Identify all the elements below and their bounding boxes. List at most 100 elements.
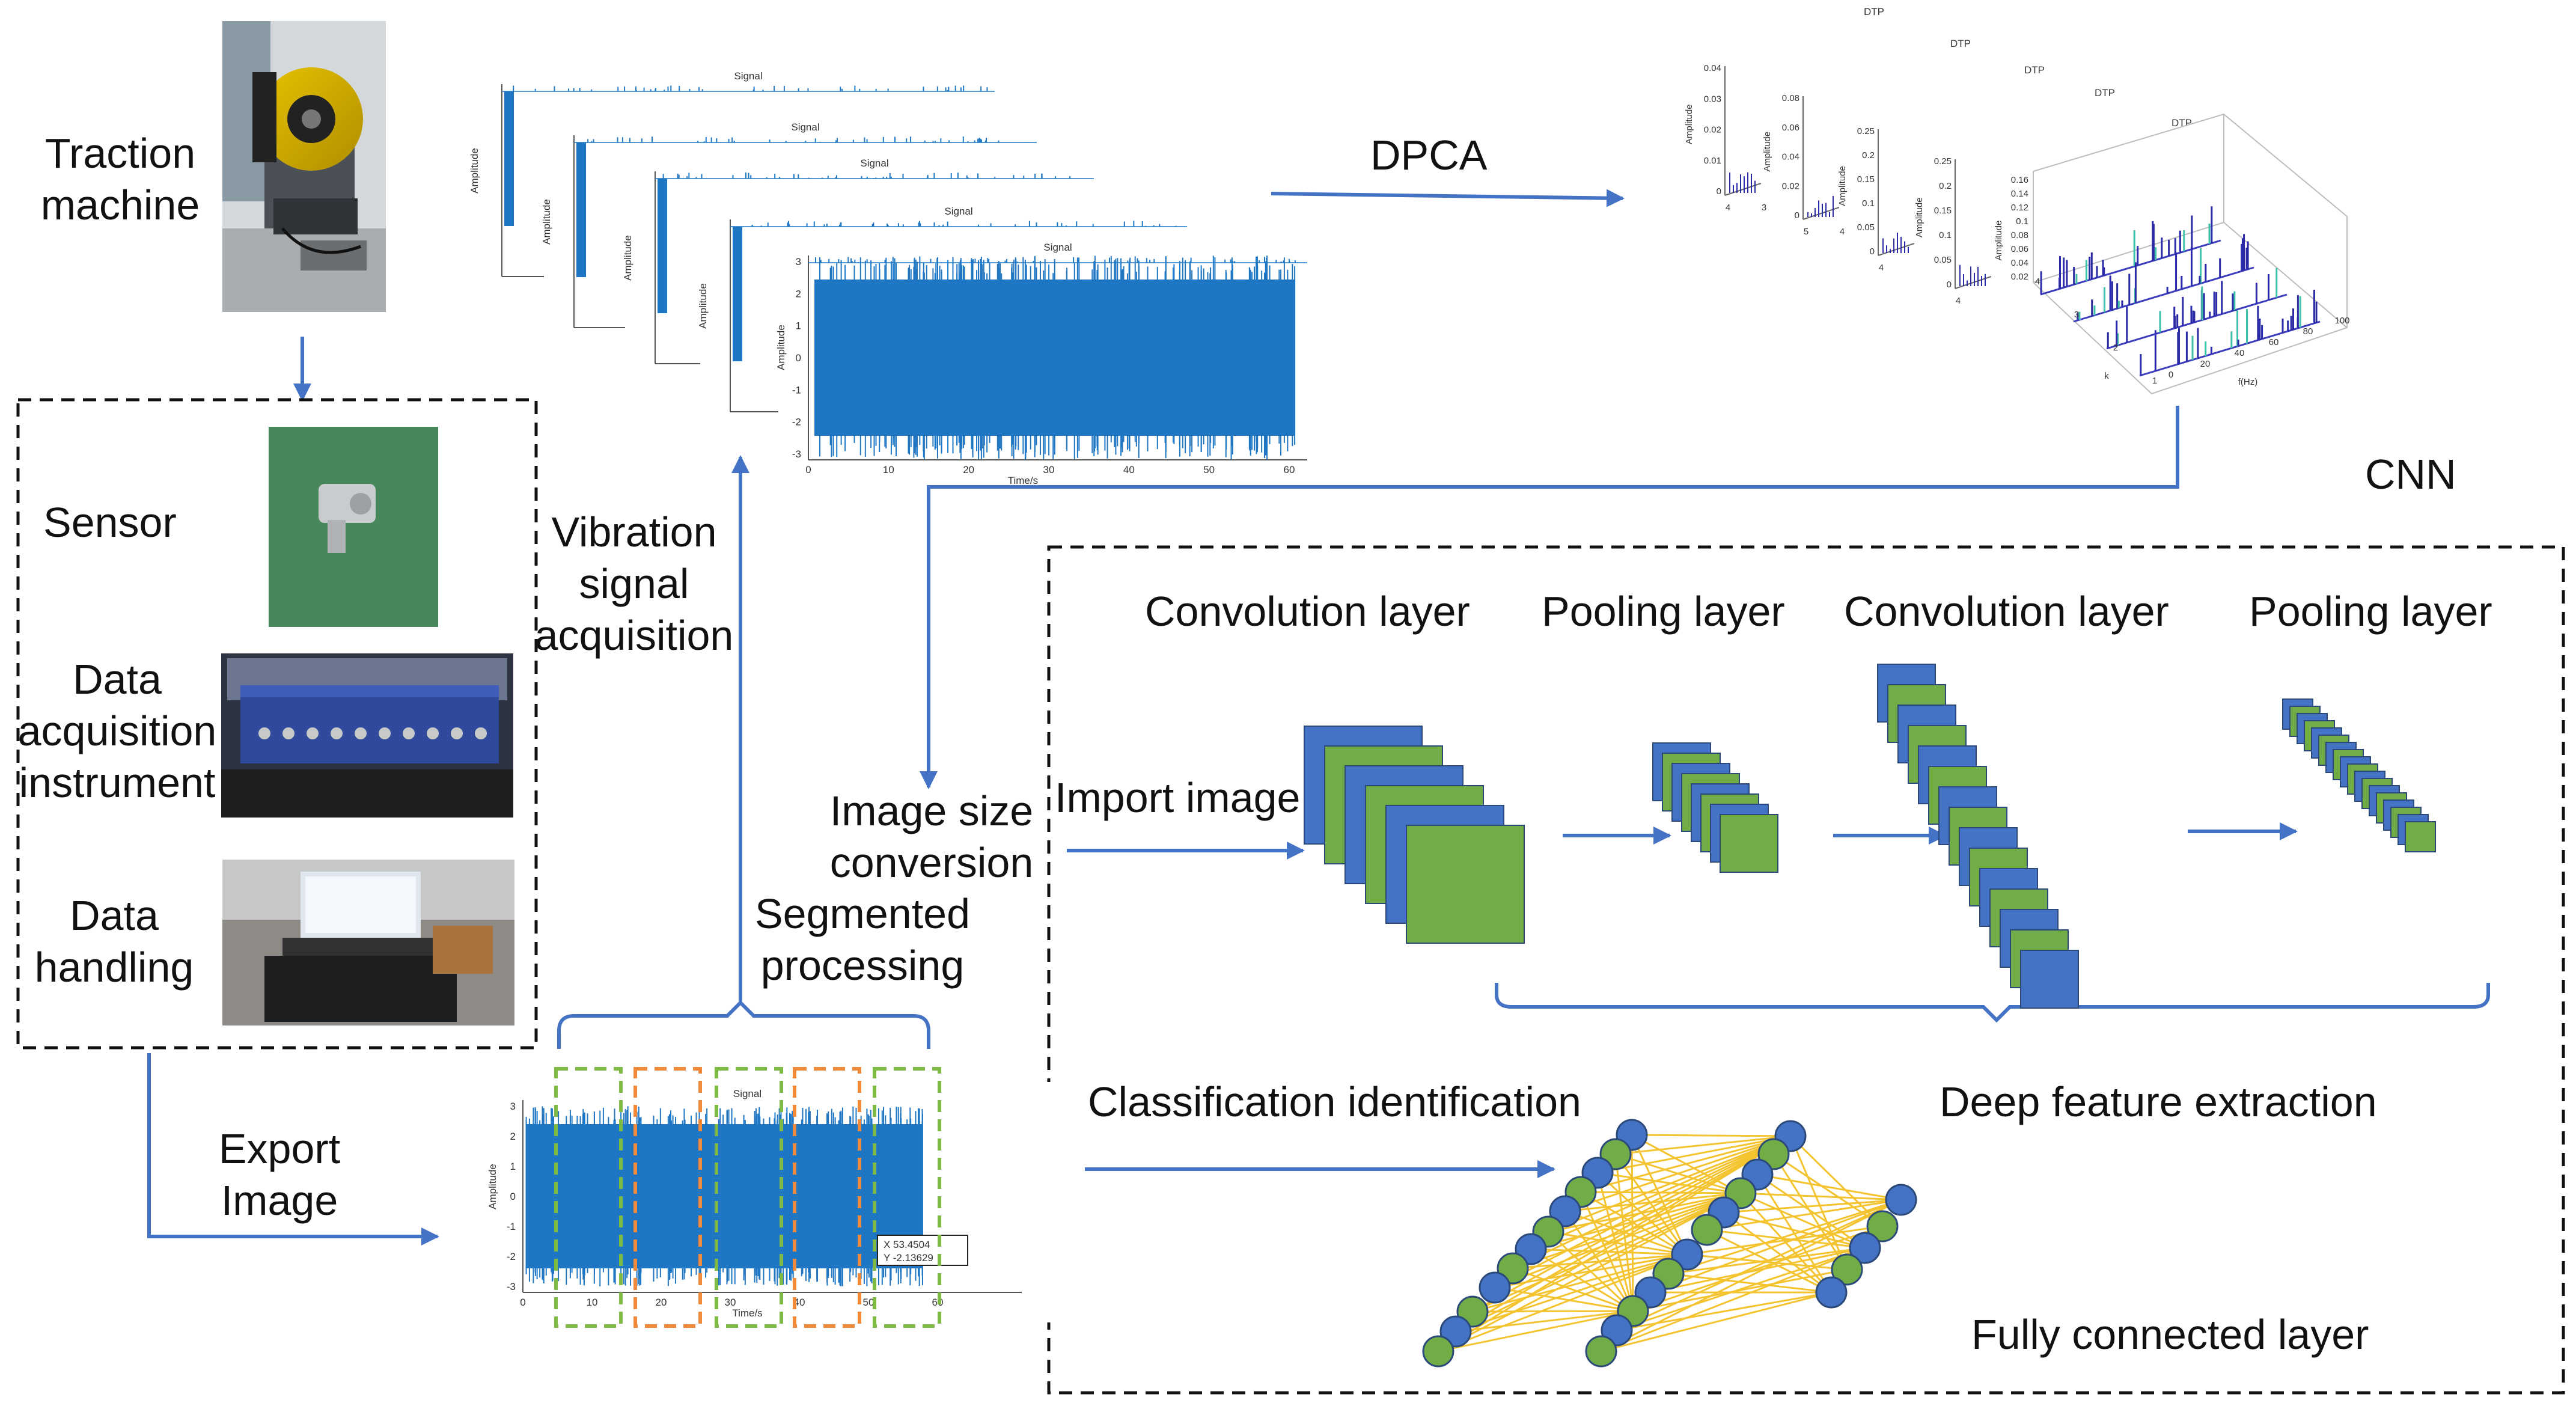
signal-title: Signal: [860, 157, 888, 169]
segmented-processing-label: Segmented processing: [754, 890, 971, 989]
conv-layer-1-label: Convolution layer: [1145, 588, 1470, 635]
fc-edge: [1614, 1154, 1688, 1255]
fc-edge: [1723, 1211, 1866, 1249]
fc-edge: [1564, 1135, 1791, 1212]
export-image-label: Export Image: [218, 1125, 341, 1224]
vibration-signal-stack: SignalAmplitudeSignalAmplitudeSignalAmpl…: [469, 66, 1319, 486]
fc-layer-2: [1585, 1120, 1807, 1368]
fully-connected-network: [1422, 1119, 1917, 1368]
segment-box: [873, 1067, 941, 1328]
dpca-main-z-tick: 0.08: [2011, 230, 2028, 240]
dpca-small-corner-tick: 4: [1726, 203, 1730, 213]
signal-title: Signal: [734, 70, 762, 82]
fc-connections: [1438, 1134, 1902, 1353]
fc-edge: [1616, 1199, 1902, 1331]
import-image-label: Import image: [1055, 774, 1301, 821]
dpca-small-ylabel: Amplitude: [1914, 197, 1924, 237]
dpca-main-k-tick: 4: [2035, 277, 2040, 287]
signal-x-tick: 10: [883, 464, 894, 475]
dpca-small-z-tick: 0.2: [1939, 181, 1952, 191]
dpca-small-z-tick: 0.03: [1704, 94, 1721, 104]
dpca-small-z-tick: 0: [1870, 246, 1875, 257]
fc-edge: [1548, 1230, 1688, 1256]
fc-edge: [1580, 1135, 1791, 1193]
fc-edge: [1789, 1135, 1848, 1270]
fc-edge: [1650, 1247, 1866, 1294]
fc-edge: [1706, 1199, 1902, 1231]
cnn-box: [1047, 545, 2565, 1395]
feature-map: [2020, 950, 2079, 1009]
dpca-main-k-tick: 3: [2074, 310, 2079, 320]
data-handling-label: Data handling: [34, 892, 194, 991]
dpca-small-ylabel: Amplitude: [1762, 132, 1772, 172]
dpca-small-z-tick: 0.01: [1704, 156, 1721, 166]
conv-layer-2-label: Convolution layer: [1844, 588, 2169, 635]
arrow-export-image: [147, 1053, 439, 1246]
fc-edge: [1597, 1135, 1791, 1174]
signal-burst: [504, 91, 514, 226]
feature-brace: [1495, 983, 2490, 1023]
vibration-acquisition-label: Vibration signal acquisition: [534, 509, 734, 659]
signal-ylabel: Amplitude: [775, 325, 787, 370]
bottom-x-tick: 0: [520, 1297, 525, 1308]
fc-neuron: [1549, 1195, 1581, 1227]
signal-y-tick: -3: [792, 448, 801, 460]
fc-edge: [1601, 1291, 1832, 1353]
dpca-small-corner-tick: 5: [1804, 227, 1808, 237]
fc-edge: [1438, 1135, 1791, 1353]
fc-edge: [1512, 1267, 1634, 1312]
dpca-panel-title: DTP: [2024, 64, 2045, 76]
dpca-small-z-tick: 0: [1717, 186, 1721, 197]
cnn-title: CNN: [2365, 451, 2456, 498]
fc-edge: [1472, 1253, 1688, 1313]
fc-edge: [1706, 1229, 1866, 1249]
traction-machine-label: Traction machine: [40, 130, 200, 228]
fc-edge: [1772, 1154, 1848, 1270]
fc-layer-1: [1422, 1119, 1648, 1368]
dpca-panel-title: DTP: [1864, 6, 1884, 17]
segment-box: [793, 1067, 861, 1328]
fc-edge: [1494, 1135, 1791, 1289]
dpca-panel-title: DTP: [1950, 38, 1971, 49]
fc-neuron: [1671, 1238, 1703, 1271]
dpca-small-corner-tick: 3: [1762, 203, 1766, 213]
fc-edge: [1668, 1199, 1902, 1275]
dpca-main-panel: DTP0.020.040.060.080.10.120.140.16Amplit…: [1994, 108, 2368, 397]
signal-y-tick: 1: [796, 320, 801, 332]
traction-machine-photo: [222, 21, 386, 312]
dpca-main-ylabel: Amplitude: [1994, 221, 2004, 261]
conv2-stack: [1877, 664, 2079, 1009]
dpca-main-f-tick: 0: [2169, 370, 2173, 380]
bottom-x-tick: 40: [794, 1297, 805, 1308]
fc-neuron: [1866, 1210, 1899, 1242]
dpca-small-corner-tick: 4: [1879, 263, 1884, 273]
cursor-x: X 53.4504: [884, 1239, 930, 1250]
bottom-x-tick: 10: [587, 1297, 598, 1308]
dpca-small-z-tick: 0.04: [1704, 63, 1721, 73]
fc-edge: [1723, 1211, 1832, 1294]
signal-ylabel: Amplitude: [622, 235, 633, 281]
bottom-y-tick: -2: [507, 1251, 516, 1262]
fc-edge: [1597, 1172, 1741, 1194]
signal-y-tick: -1: [792, 384, 801, 396]
dpca-small-ylabel: Amplitude: [1837, 166, 1848, 206]
dpca-main-f-tick: 60: [2269, 337, 2279, 347]
bottom-y-tick: -1: [507, 1221, 516, 1232]
dpca-main-f-label: f(Hz): [2238, 377, 2258, 387]
signal-xlabel: Time/s: [1008, 475, 1038, 486]
dpca-small-z-tick: 0.08: [1782, 93, 1799, 103]
sensor-label: Sensor: [43, 499, 177, 546]
dpca-main-z-tick: 0.16: [2011, 175, 2028, 185]
dpca-small-z-tick: 0.2: [1862, 150, 1875, 160]
bottom-xlabel: Time/s: [732, 1307, 762, 1319]
dpca-main-z-tick: 0.12: [2011, 203, 2028, 213]
fc-neuron: [1422, 1335, 1454, 1368]
cursor-y: Y -2.13629: [884, 1252, 933, 1264]
dpca-small-z-tick: 0: [1947, 280, 1952, 290]
dpca-small-corner-tick: 4: [1840, 227, 1845, 237]
dpca-small-z-tick: 0.02: [1704, 125, 1721, 135]
dpca-main-z-tick: 0.1: [2016, 216, 2028, 227]
